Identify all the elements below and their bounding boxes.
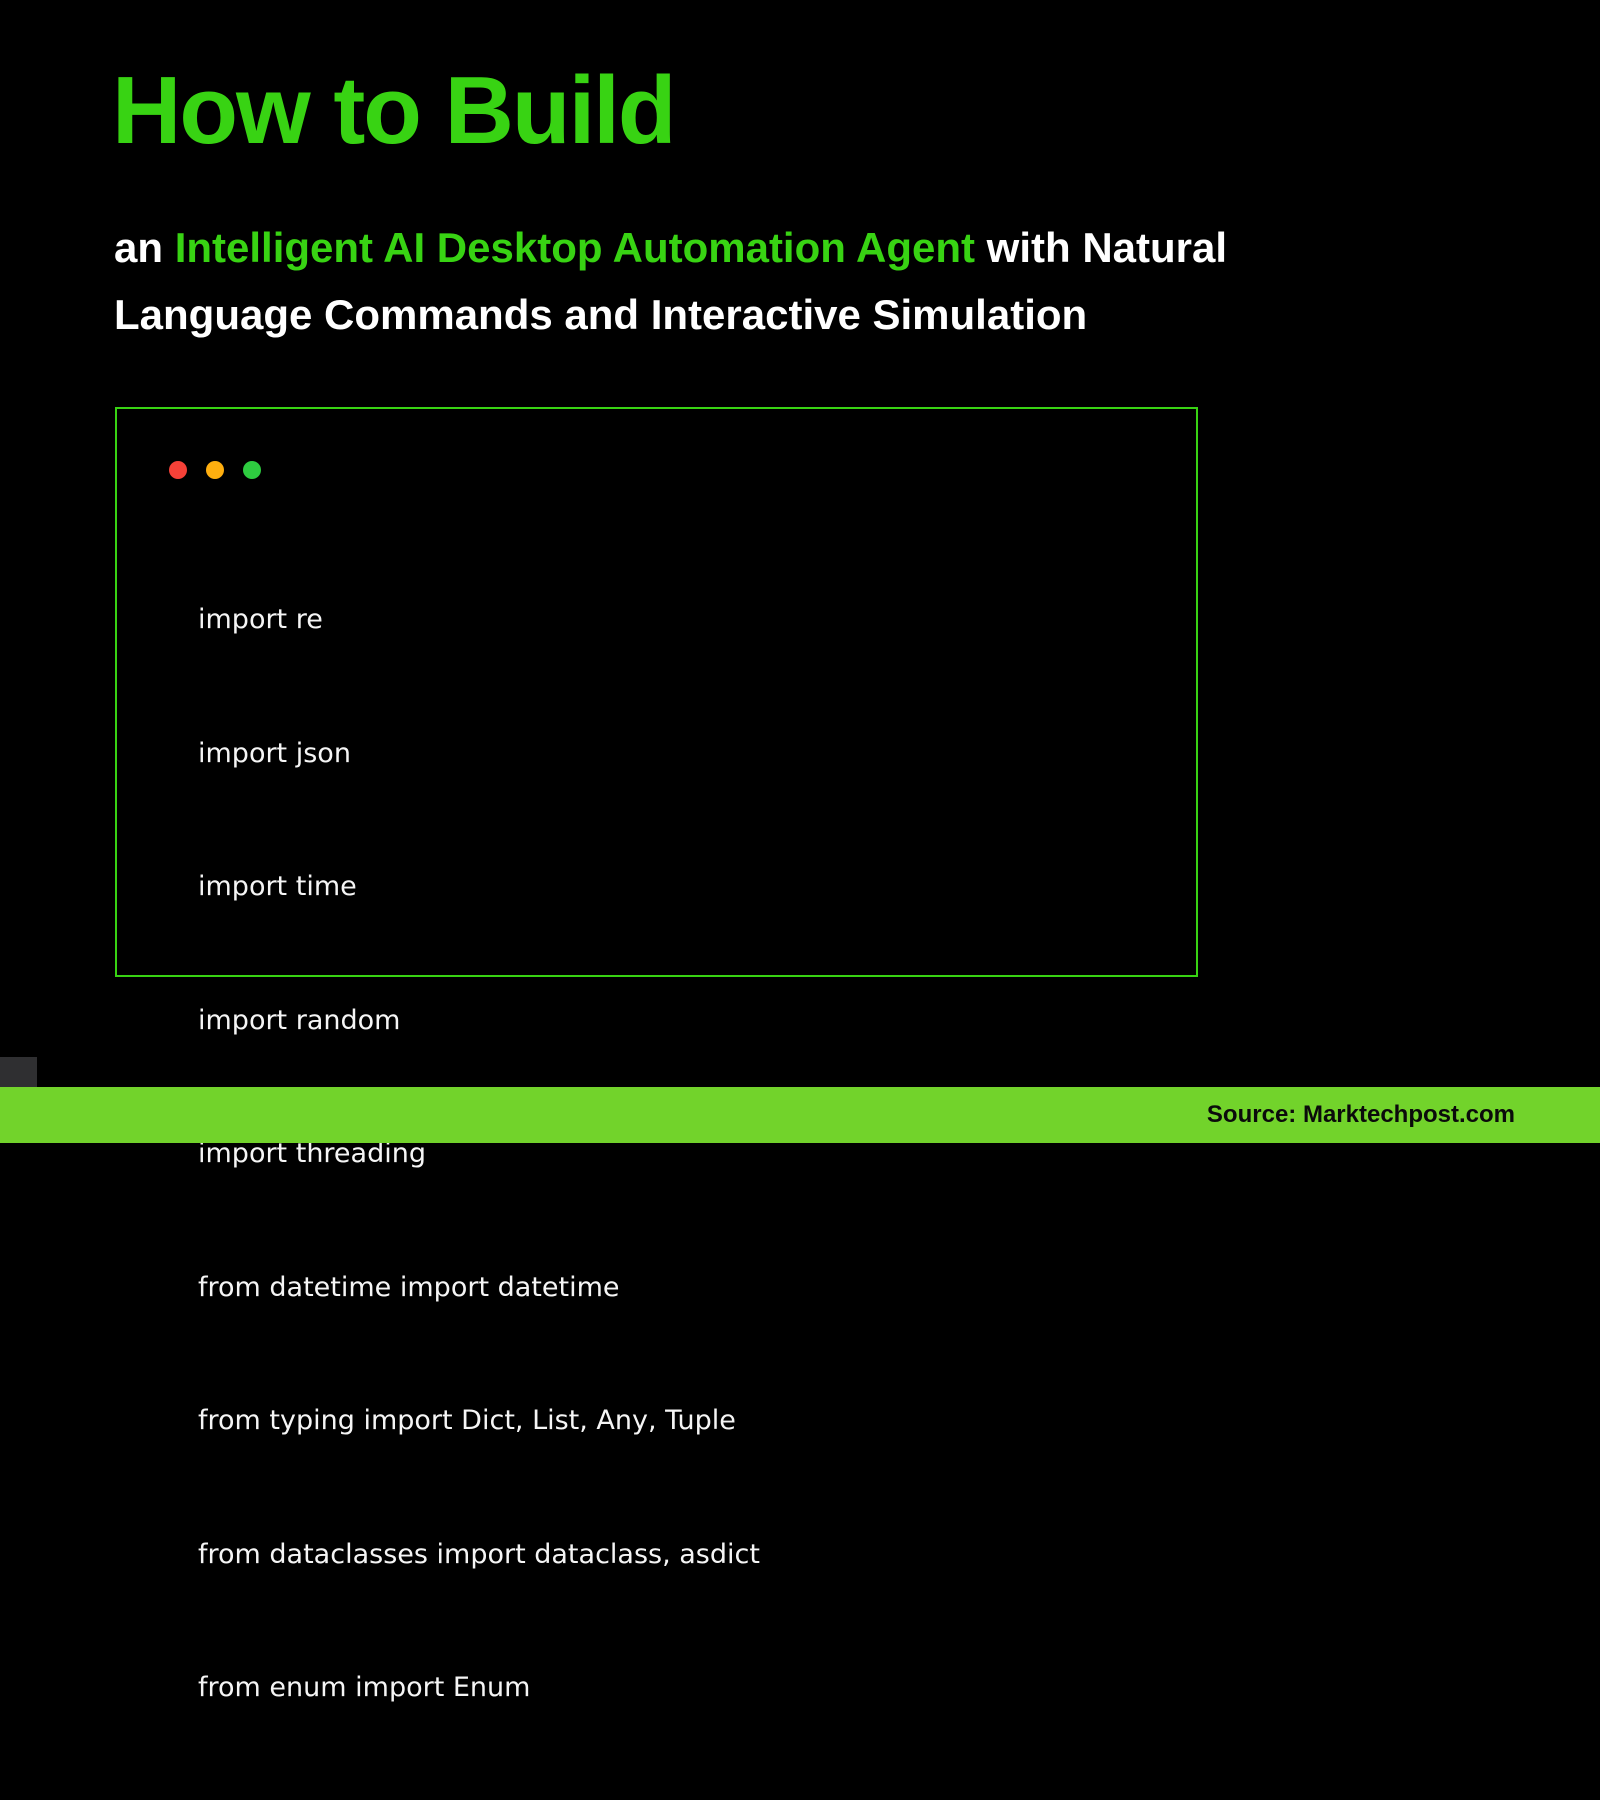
corner-accent — [0, 1057, 37, 1087]
code-line: from typing import Dict, List, Any, Tupl… — [198, 1405, 736, 1436]
subtitle-prefix: an — [114, 224, 175, 271]
code-line: import re — [198, 604, 323, 635]
code-line: from datetime import datetime — [198, 1271, 620, 1303]
close-window-icon[interactable] — [169, 461, 187, 479]
code-line: from dataclasses import dataclass, asdic… — [198, 1538, 760, 1570]
code-line: import random — [198, 1004, 401, 1036]
footer-bar: Source: Marktechpost.com — [0, 1087, 1600, 1143]
subtitle-highlight: Intelligent AI Desktop Automation Agent — [174, 224, 976, 271]
page-title: How to Build — [112, 57, 677, 164]
subtitle-suffix: with Natural Language Commands and Inter… — [114, 224, 1228, 339]
code-line: import json — [198, 737, 351, 769]
code-line: from enum import Enum — [198, 1672, 531, 1703]
maximize-window-icon[interactable] — [243, 461, 261, 479]
minimize-window-icon[interactable] — [206, 461, 224, 479]
window-traffic-lights — [169, 461, 261, 479]
code-line: import time — [198, 871, 357, 902]
code-window: import re import json import time import… — [115, 407, 1198, 1703]
page-subtitle: an Intelligent AI Desktop Automation Age… — [114, 214, 1414, 348]
code-snippet: import re import json import time import… — [198, 509, 760, 1800]
source-attribution: Source: Marktechpost.com — [1206, 1101, 1515, 1128]
